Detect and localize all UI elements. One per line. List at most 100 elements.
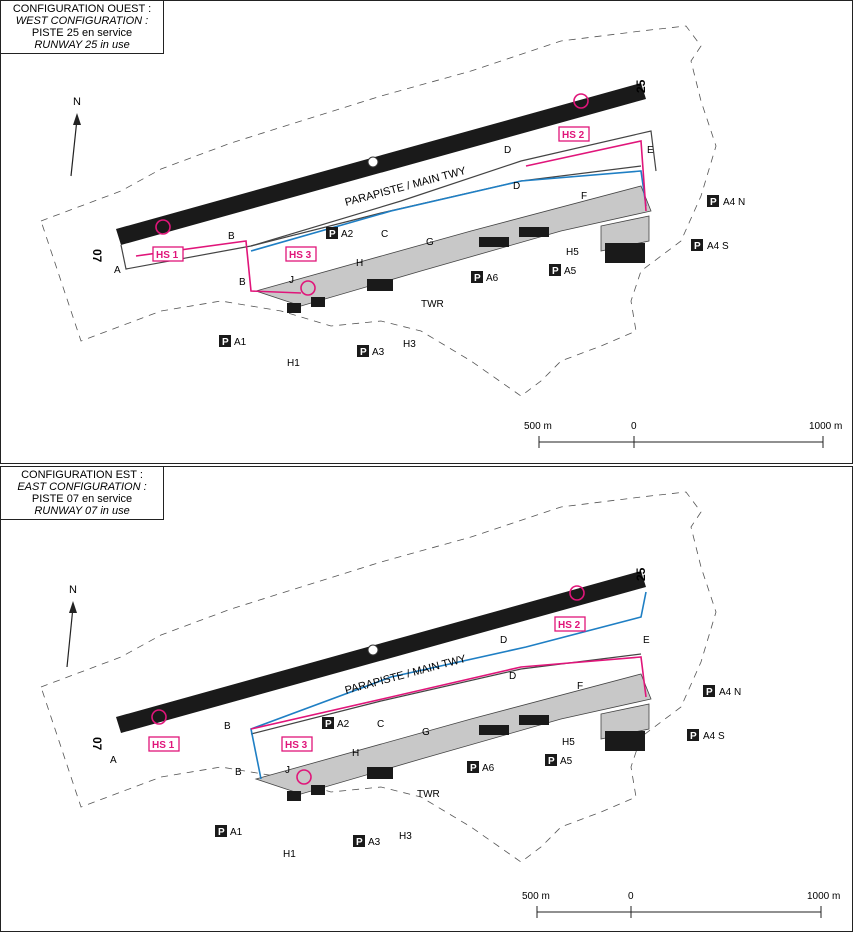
tower-label: TWR	[421, 299, 444, 310]
holding-h1: H1	[287, 358, 300, 369]
twy-a: A	[110, 755, 117, 766]
parking-symbol	[471, 271, 483, 283]
parking-a6: A6	[482, 763, 495, 774]
hs2-label: HS 2	[562, 130, 585, 141]
parking-a4n: A4 N	[723, 197, 745, 208]
hotspot-hs2-circle	[573, 93, 589, 109]
parking-symbol	[219, 335, 231, 347]
apron	[254, 673, 652, 795]
parking-a1: A1	[234, 337, 247, 348]
parking-a2: A2	[337, 719, 350, 730]
parking-a1: A1	[230, 827, 243, 838]
parking-symbol	[326, 227, 338, 239]
apron-a4s	[600, 703, 650, 740]
parking-p: P	[710, 197, 717, 208]
parking-p: P	[222, 337, 229, 348]
north-arrow-head	[73, 113, 81, 125]
parking-p: P	[694, 241, 701, 252]
parking-symbol	[357, 345, 369, 357]
scale-mid: 0	[628, 891, 634, 902]
scale-bar: 500 m 0 1000 m	[522, 891, 840, 918]
parking-p: P	[474, 273, 481, 284]
holding-labels: H1 H3 H5 TWR	[283, 737, 575, 860]
building	[519, 227, 549, 237]
west-config-title: CONFIGURATION OUEST : WEST CONFIGURATION…	[1, 1, 164, 54]
twy-f: F	[581, 191, 587, 202]
runway-07-label: 07	[90, 737, 104, 751]
building	[479, 237, 509, 247]
pink-route	[135, 240, 302, 294]
parking-p: P	[325, 719, 332, 730]
parking-symbol	[549, 264, 561, 276]
runway-07-label: 07	[90, 249, 104, 263]
twy-c: C	[377, 719, 384, 730]
runway-25-label: 25	[634, 567, 648, 581]
hs2-box	[554, 616, 586, 632]
hs3-label: HS 3	[285, 740, 308, 751]
east-configuration-panel: N 07 25 PARAPISTE / MAIN TWY HS 1 HS 2 H…	[0, 466, 853, 932]
pink-route-east	[525, 140, 647, 212]
runway-center-marker	[367, 156, 379, 168]
parking-a3: A3	[372, 347, 385, 358]
north-label: N	[69, 584, 77, 596]
scale-left: 500 m	[522, 891, 550, 902]
building	[605, 243, 645, 263]
parking-labels: P A1 P A2 P A3 P A4 N P A4 S P A5 P A6	[215, 685, 741, 848]
twy-e: E	[647, 145, 654, 156]
hs1-label: HS 1	[156, 250, 179, 261]
scale-right: 1000 m	[809, 421, 842, 432]
building	[287, 791, 301, 801]
holding-h3: H3	[399, 831, 412, 842]
twy-b-north: B	[228, 231, 235, 242]
building	[367, 279, 393, 291]
hs2-label: HS 2	[558, 620, 581, 631]
parking-p: P	[218, 827, 225, 838]
twy-d-north: D	[504, 145, 511, 156]
parking-a6: A6	[486, 273, 499, 284]
holding-h1: H1	[283, 849, 296, 860]
hotspot-hs3-circle	[300, 280, 316, 296]
fence-line	[40, 25, 717, 397]
parking-a2: A2	[341, 229, 354, 240]
taxiway-labels: A B B C D D E F G H J	[114, 145, 654, 288]
hs2-box	[558, 126, 590, 142]
parking-p: P	[706, 687, 713, 698]
north-arrow	[66, 606, 74, 668]
tower-label: TWR	[417, 789, 440, 800]
building	[311, 297, 325, 307]
twy-a: A	[114, 265, 121, 276]
parking-symbol	[703, 685, 715, 697]
config-en: WEST CONFIGURATION :	[15, 15, 149, 27]
hs1-label: HS 1	[152, 740, 175, 751]
twy-j: J	[285, 765, 290, 776]
parking-symbol	[545, 754, 557, 766]
apron-a4s	[600, 215, 650, 252]
scale-right: 1000 m	[807, 891, 840, 902]
parking-p: P	[548, 756, 555, 767]
runway-fr: PISTE 25 en service	[31, 27, 133, 39]
holding-h3: H3	[403, 339, 416, 350]
scale-mid: 0	[631, 421, 637, 432]
building	[605, 731, 645, 751]
twy-g: G	[422, 727, 430, 738]
config-en: EAST CONFIGURATION :	[17, 481, 147, 493]
holding-h5: H5	[562, 737, 575, 748]
hotspot-hs1-circle	[155, 219, 171, 235]
scale-bar: 500 m 0 1000 m	[524, 421, 842, 448]
taxiway-lines	[120, 130, 657, 270]
config-fr: CONFIGURATION EST :	[21, 469, 143, 481]
runway-25-label: 25	[634, 79, 648, 93]
north-arrow	[70, 118, 78, 177]
parking-symbol	[687, 729, 699, 741]
hs1-box	[152, 246, 184, 262]
parking-p: P	[470, 763, 477, 774]
fence-line	[40, 491, 717, 863]
parking-a4s: A4 S	[703, 731, 725, 742]
hotspot-hs1-circle	[151, 709, 167, 725]
parking-p: P	[360, 347, 367, 358]
twy-b-south: B	[239, 277, 246, 288]
parking-p: P	[552, 266, 559, 277]
holding-h5: H5	[566, 247, 579, 258]
parking-symbol	[707, 195, 719, 207]
